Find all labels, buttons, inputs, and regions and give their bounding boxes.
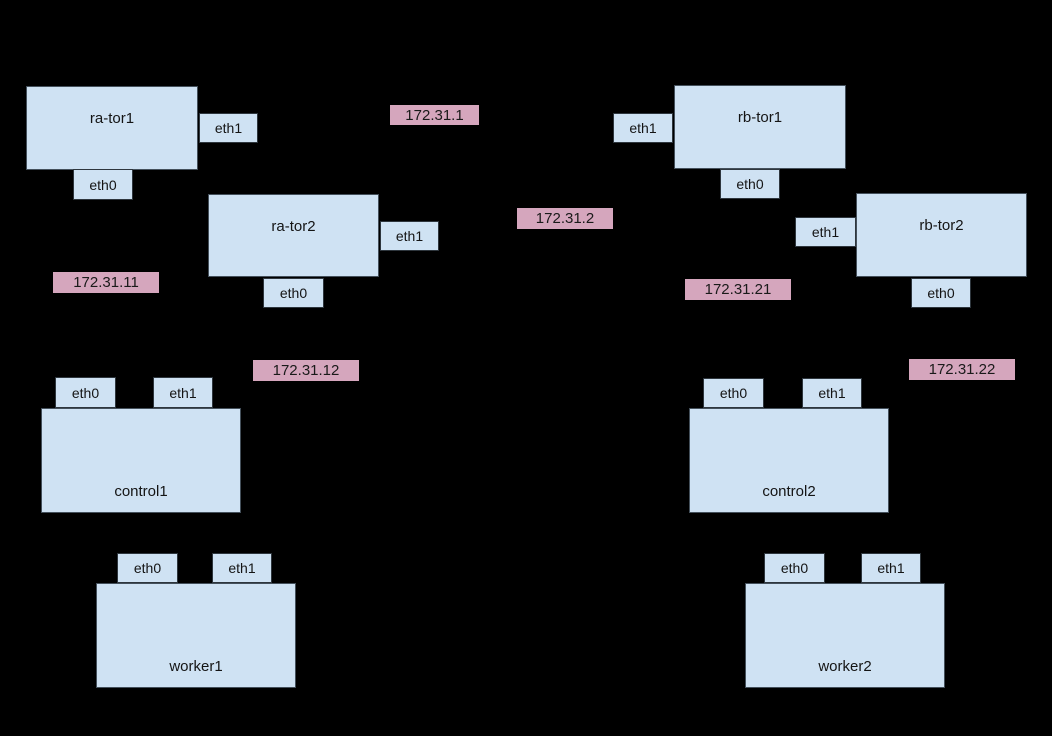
node-rb-tor1: rb-tor1 [674,85,846,169]
node-label: worker1 [169,658,223,675]
node-label: ra-tor2 [271,218,316,235]
node-label: control2 [762,483,816,500]
port-ra-tor2-eth1: eth1 [380,221,439,251]
ip-label-172-31-22: 172.31.22 [909,359,1015,380]
port-control1-eth0: eth0 [55,377,116,408]
port-worker2-eth0: eth0 [764,553,825,583]
port-control2-eth0: eth0 [703,378,764,408]
port-worker2-eth1: eth1 [861,553,921,583]
node-control2: control2 [689,408,889,513]
node-label: rb-tor2 [919,217,964,234]
port-rb-tor1-eth1: eth1 [613,113,673,143]
port-ra-tor2-eth0: eth0 [263,278,324,308]
node-label: worker2 [818,658,872,675]
port-control1-eth1: eth1 [153,377,213,408]
port-ra-tor1-eth0: eth0 [73,169,133,200]
ip-label-172-31-21: 172.31.21 [685,279,791,300]
port-control2-eth1: eth1 [802,378,862,408]
port-ra-tor1-eth1: eth1 [199,113,258,143]
port-rb-tor1-eth0: eth0 [720,169,780,199]
ip-label-172-31-2: 172.31.2 [517,208,613,229]
node-label: control1 [114,483,168,500]
ip-label-172-31-1: 172.31.1 [390,105,479,125]
port-rb-tor2-eth0: eth0 [911,278,971,308]
node-ra-tor2: ra-tor2 [208,194,379,277]
port-rb-tor2-eth1: eth1 [795,217,856,247]
node-label: ra-tor1 [89,110,135,127]
node-worker2: worker2 [745,583,945,688]
port-worker1-eth0: eth0 [117,553,178,583]
ip-label-172-31-12: 172.31.12 [253,360,359,381]
port-worker1-eth1: eth1 [212,553,272,583]
ip-label-172-31-11: 172.31.11 [53,272,159,293]
node-rb-tor2: rb-tor2 [856,193,1027,277]
node-worker1: worker1 [96,583,296,688]
node-control1: control1 [41,408,241,513]
node-label: rb-tor1 [737,109,783,126]
node-ra-tor1: ra-tor1 [26,86,198,170]
